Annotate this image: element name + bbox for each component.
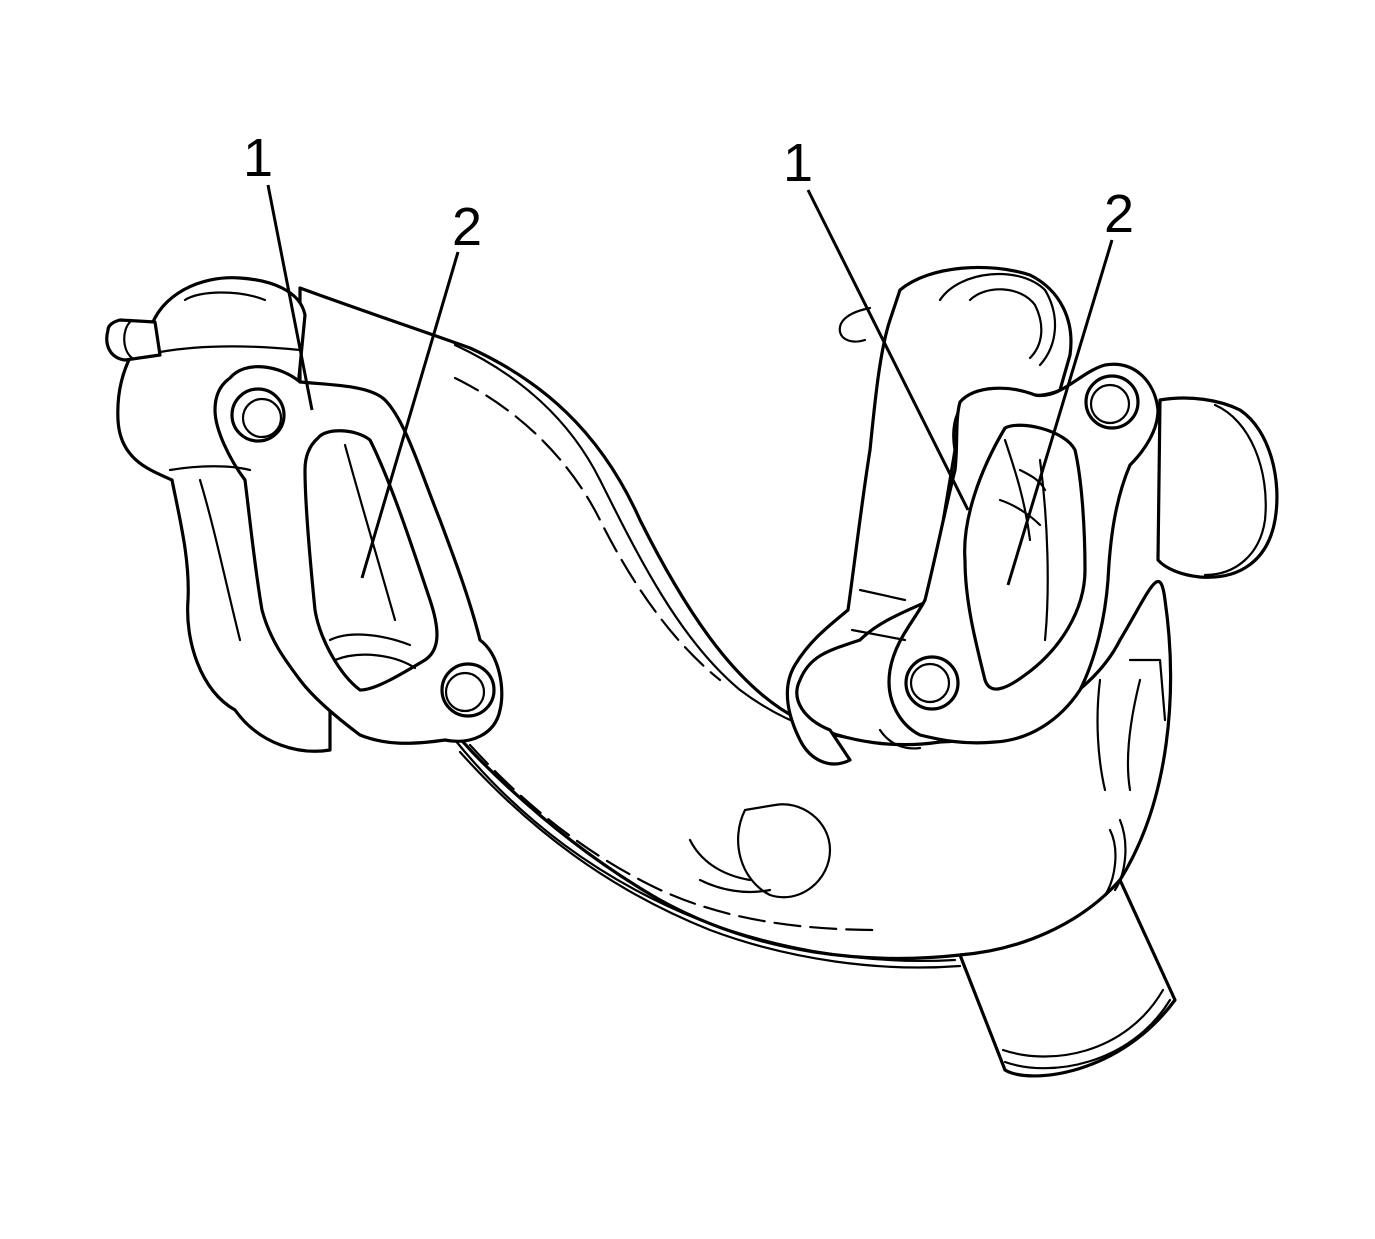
leader-lines bbox=[266, 184, 1114, 586]
pipe-hidden-edge-upper bbox=[453, 376, 722, 682]
left-flange-bolt-hole-bottom bbox=[440, 662, 496, 718]
leader-right-2 bbox=[1006, 239, 1114, 586]
callout-right-1: 1 bbox=[783, 133, 813, 193]
callout-left-2: 2 bbox=[452, 197, 482, 257]
pipe-boss-detail bbox=[688, 838, 772, 894]
outlet-neck-seam bbox=[1103, 818, 1127, 897]
pipe-bottom-edge-2 bbox=[458, 750, 962, 969]
left-flange-bolt-hole-top bbox=[230, 387, 286, 443]
right-flange-assembly bbox=[785, 265, 1160, 766]
pipe-inner-edge bbox=[453, 343, 862, 742]
outlet-neck-rim-2 bbox=[1001, 988, 1165, 1058]
right-loop-inner bbox=[968, 288, 1043, 360]
right-loop-outer bbox=[938, 272, 1057, 367]
left-nipple-ring bbox=[123, 320, 134, 360]
right-flange-bolt-hole-top-inner bbox=[1089, 383, 1131, 425]
left-flange-bolt-hole-top-inner bbox=[241, 397, 283, 439]
right-flange-bolt-hole-bottom-inner bbox=[909, 662, 951, 704]
left-nipple bbox=[105, 318, 162, 362]
left-flange-assembly bbox=[105, 276, 504, 753]
outlet-neck bbox=[958, 818, 1177, 1078]
left-casting-top-edge bbox=[158, 291, 302, 354]
pipe-body bbox=[298, 286, 1173, 969]
left-flange-bolt-hole-bottom-inner bbox=[444, 671, 486, 713]
pipe-right-rib bbox=[1126, 658, 1167, 792]
pipe-hidden-edge-lower bbox=[468, 743, 882, 932]
right-flange-opening bbox=[963, 423, 1087, 691]
right-nipple bbox=[838, 306, 872, 343]
pipe-right-edge bbox=[1096, 678, 1107, 792]
leader-right-1 bbox=[806, 189, 970, 511]
side-cylinder-body bbox=[1156, 396, 1279, 579]
pipe-boss bbox=[737, 803, 832, 899]
outlet-neck-rim-1 bbox=[1003, 998, 1172, 1070]
callouts: 1 2 1 2 bbox=[243, 128, 1134, 257]
pipe-bottom-edge bbox=[453, 738, 957, 963]
right-casting-ribs bbox=[850, 588, 922, 750]
side-cylinder bbox=[1156, 396, 1279, 579]
left-flange-opening bbox=[303, 429, 439, 692]
callout-left-1: 1 bbox=[243, 128, 273, 188]
outlet-neck-body bbox=[958, 878, 1177, 1078]
side-cylinder-face bbox=[1203, 403, 1267, 577]
left-flange-opening-inner bbox=[328, 443, 417, 670]
callout-right-2: 2 bbox=[1104, 184, 1134, 244]
left-casting-rib bbox=[168, 465, 252, 642]
leader-left-1 bbox=[266, 184, 314, 411]
pipe-outer-contour bbox=[298, 286, 1173, 961]
leader-left-2 bbox=[360, 251, 460, 579]
right-flange-opening-ribs bbox=[998, 438, 1049, 642]
right-flange-bolt-hole-top bbox=[1084, 374, 1140, 430]
